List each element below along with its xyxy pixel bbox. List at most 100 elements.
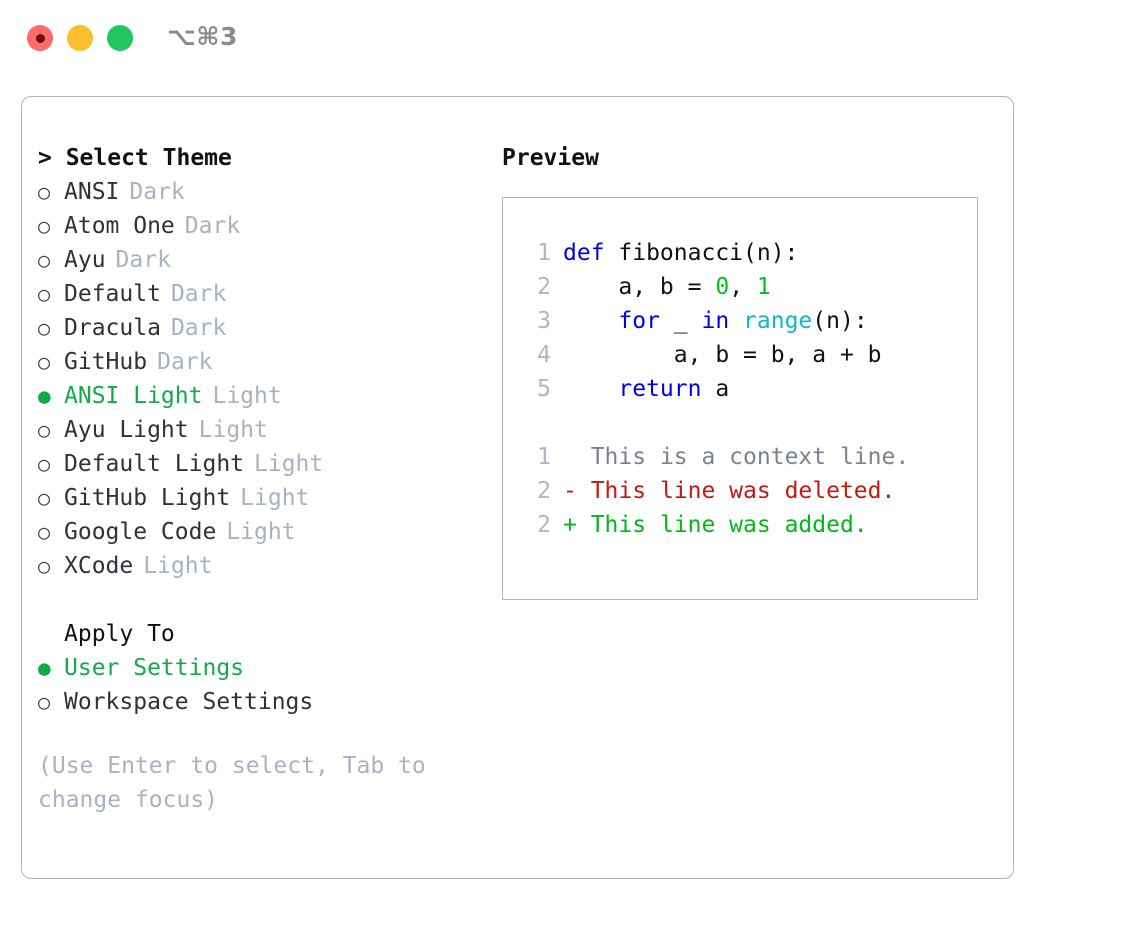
apply-to-option-name: Workspace Settings [64, 689, 314, 715]
theme-option-tag: Dark [157, 349, 213, 375]
theme-option-tag: Light [254, 451, 324, 477]
code-token: a, b = [563, 274, 716, 300]
radio-unselected-icon: ○ [38, 690, 51, 714]
theme-option-name: Google Code [64, 519, 217, 545]
diff-line-number: 2 [537, 512, 551, 538]
radio-unselected-icon: ○ [38, 350, 51, 374]
code-token: in [701, 308, 730, 334]
code-token: (n): [812, 308, 868, 334]
radio-unselected-icon: ○ [38, 282, 51, 306]
theme-option-tag: Light [226, 519, 296, 545]
diff-line: 2- This line was deleted. [521, 474, 977, 508]
minimize-button-icon[interactable] [67, 25, 93, 51]
theme-option-name: GitHub Light [64, 485, 231, 511]
code-line-number: 3 [537, 308, 551, 334]
code-line-content: a, b = 0, 1 [563, 270, 771, 304]
code-token: a [701, 376, 730, 402]
apply-to-header: Apply To [64, 621, 175, 647]
preview-title: Preview [502, 145, 599, 171]
theme-option-name: XCode [64, 553, 134, 579]
radio-unselected-icon: ○ [38, 316, 51, 340]
apply-to-option-name: User Settings [64, 655, 245, 681]
code-line-number: 5 [537, 376, 551, 402]
list-spacer [38, 583, 488, 617]
theme-option-row[interactable]: ● ANSI Light Light [38, 379, 488, 413]
code-line-content: for _ in range(n): [563, 304, 868, 338]
theme-option-name: Default Light [64, 451, 245, 477]
radio-selected-icon: ● [38, 384, 51, 408]
window-controls [27, 25, 133, 51]
close-button-icon[interactable] [27, 25, 53, 51]
diff-sample: 1 This is a context line.2- This line wa… [521, 440, 977, 542]
title-bar: ⌥⌘3 [0, 0, 1140, 78]
code-token: a, b = b, a + b [563, 342, 882, 368]
theme-option-tag: Dark [129, 179, 185, 205]
diff-marker [563, 440, 577, 474]
code-token: , [729, 274, 757, 300]
radio-unselected-icon: ○ [38, 554, 51, 578]
apply-to-option-row[interactable]: ● User Settings [38, 651, 488, 685]
code-token [729, 308, 743, 334]
code-line: 1 def fibonacci(n): [521, 236, 977, 270]
diff-line-text: This line was deleted. [576, 478, 896, 504]
code-token: for [618, 308, 660, 334]
keyboard-hint-text: (Use Enter to select, Tab to change focu… [38, 753, 426, 813]
code-diff-spacer [521, 406, 977, 440]
theme-option-name: Atom One [64, 213, 175, 239]
theme-option-row[interactable]: ○ Default Light Light [38, 447, 488, 481]
code-token: 1 [756, 274, 771, 300]
radio-unselected-icon: ○ [38, 486, 51, 510]
apply-to-option-row[interactable]: ○ Workspace Settings [38, 685, 488, 719]
theme-option-tag: Dark [184, 213, 241, 239]
code-line: 3 for _ in range(n): [521, 304, 977, 338]
diff-line: 2+ This line was added. [521, 508, 977, 542]
diff-line: 1 This is a context line. [521, 440, 977, 474]
theme-option-row[interactable]: ○ Google Code Light [38, 515, 488, 549]
diff-line-number: 1 [537, 444, 551, 470]
code-line-number: 1 [537, 240, 551, 266]
apply-to-list: ● User Settings ○ Workspace Settings [38, 651, 488, 719]
keyboard-shortcut-label: ⌥⌘3 [167, 22, 238, 51]
code-line-content: def fibonacci(n): [563, 236, 798, 270]
radio-unselected-icon: ○ [38, 452, 51, 476]
code-token: def [563, 240, 605, 266]
theme-option-tag: Light [212, 383, 282, 409]
diff-marker: - [563, 478, 577, 504]
theme-option-tag: Dark [170, 281, 227, 307]
code-line-content: a, b = b, a + b [563, 338, 882, 372]
hint-spacer [38, 719, 488, 749]
maximize-button-icon[interactable] [107, 25, 133, 51]
theme-option-name: Ayu [64, 247, 106, 273]
code-token: return [618, 376, 702, 402]
code-token: _ [659, 308, 702, 334]
theme-option-tag: Light [240, 485, 310, 511]
theme-option-name: Ayu Light [64, 417, 189, 443]
theme-option-name: Dracula [64, 315, 161, 341]
radio-selected-icon: ● [38, 656, 51, 680]
theme-option-row[interactable]: ○ GitHub Light Light [38, 481, 488, 515]
theme-option-name: ANSI [64, 179, 120, 205]
code-token: 0 [715, 274, 730, 300]
radio-unselected-icon: ○ [38, 520, 51, 544]
code-token: fibonacci(n): [604, 240, 799, 266]
theme-option-tag: Light [198, 417, 268, 443]
theme-option-name: GitHub [64, 349, 148, 375]
theme-option-row[interactable]: ○ GitHub Dark [38, 345, 488, 379]
code-line-number: 2 [537, 274, 551, 300]
code-token: range [743, 308, 813, 334]
diff-line-text: This line was added. [576, 512, 868, 538]
code-token [563, 308, 618, 334]
theme-option-name: ANSI Light [64, 383, 203, 409]
select-theme-header: > Select Theme [38, 145, 232, 171]
